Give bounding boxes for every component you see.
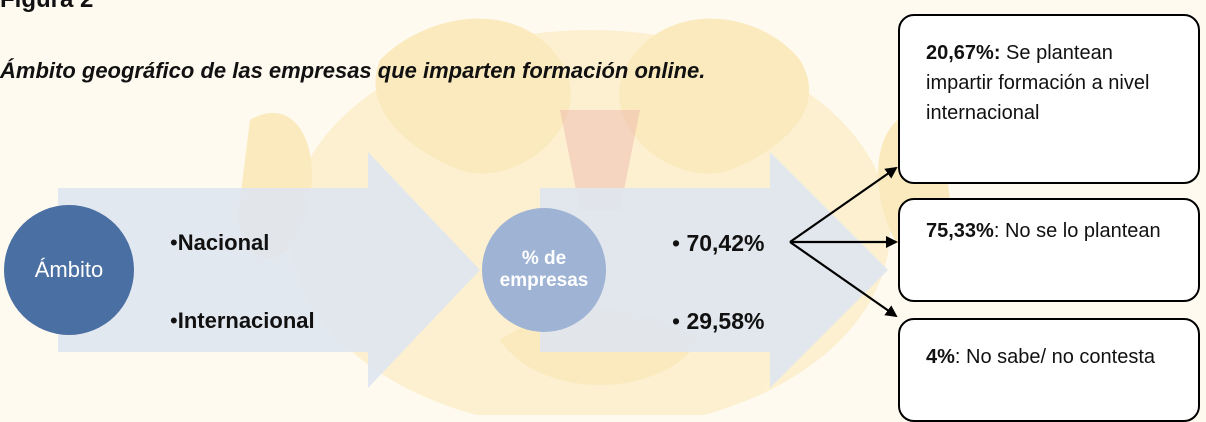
bullet-label: Internacional (177, 308, 315, 333)
result-box-percent: 20,67%: (926, 42, 1001, 64)
figure-label: Figura 2 (0, 0, 93, 14)
percent-circle-label-line2: empresas (499, 270, 589, 291)
bullet-item-percent-internacional: • 29,58% (672, 308, 764, 335)
percent-empresas-circle: % de empresas (482, 208, 606, 332)
result-box-percent: 75,33% (926, 220, 994, 242)
bullet-value: 29,58% (686, 308, 765, 334)
percent-circle-label-line1: % de (521, 248, 567, 269)
bullet-dot: • (170, 308, 178, 333)
bullet-dot: • (672, 308, 681, 334)
bullet-item-nacional: •Nacional (170, 230, 269, 256)
result-box-no: 75,33%: No se lo plantean (898, 198, 1200, 302)
connector-arrow-up (789, 166, 898, 243)
connector-arrow-down (789, 241, 898, 318)
result-box-text: : No sabe/ no contesta (954, 346, 1156, 368)
result-box-text: : No se lo plantean (993, 220, 1161, 242)
result-box-dont-know: 4%: No sabe/ no contesta (898, 318, 1200, 422)
result-box-text: Se plantean impartir formación a nivel i… (926, 42, 1150, 124)
bullet-dot: • (672, 230, 681, 256)
left-arrow-shape (58, 152, 480, 388)
figure-caption: Ámbito geográfico de las empresas que im… (0, 58, 706, 83)
ambito-circle: Ámbito (4, 205, 134, 335)
bullet-item-percent-nacional: • 70,42% (672, 230, 764, 257)
result-box-percent: 4% (926, 346, 955, 368)
ambito-circle-label: Ámbito (34, 257, 104, 282)
bullet-label: Nacional (177, 230, 270, 255)
bullet-item-internacional: •Internacional (170, 308, 315, 334)
right-arrow-shape (540, 152, 888, 388)
bullet-dot: • (170, 230, 178, 255)
result-box-international: 20,67%: Se plantean impartir formación a… (898, 14, 1200, 184)
bullet-value: 70,42% (686, 230, 765, 256)
